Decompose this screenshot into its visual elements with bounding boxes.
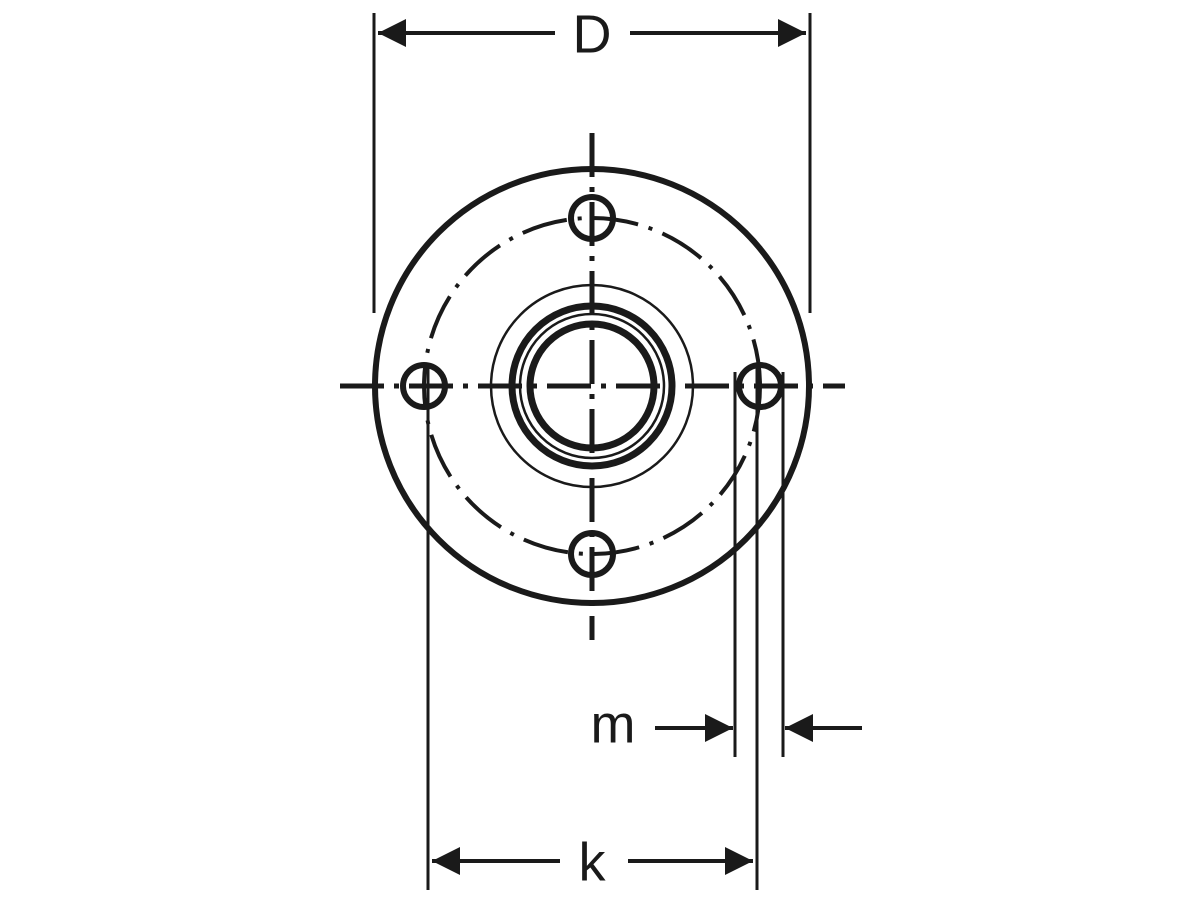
centerlines: [340, 133, 845, 640]
dimension-m: m: [591, 372, 862, 757]
dimension-D-label: D: [573, 4, 612, 64]
dimension-k: k: [426, 366, 759, 892]
dimension-D: D: [372, 4, 812, 313]
dimension-k-label: k: [579, 832, 607, 892]
dimension-m-label: m: [591, 694, 636, 754]
